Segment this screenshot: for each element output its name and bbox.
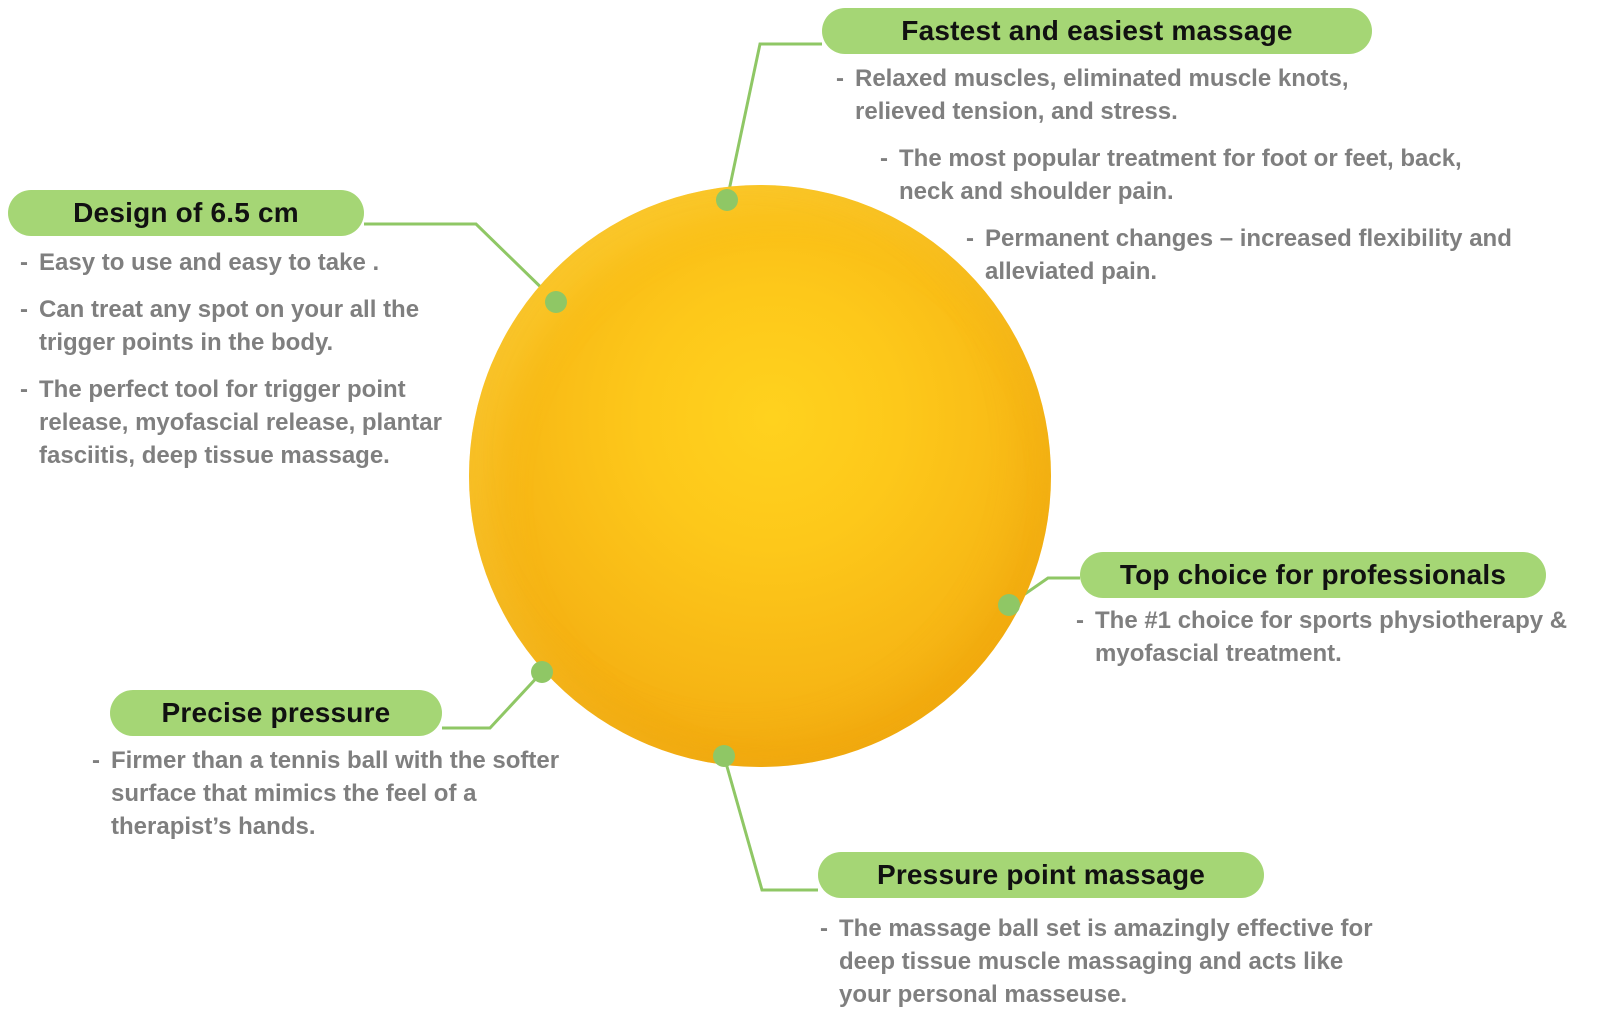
callout-title-pressure-point: Pressure point massage	[818, 852, 1264, 898]
callout-list-top-choice: The #1 choice for sports physiotherapy &…	[1076, 604, 1594, 684]
callout-title-fastest: Fastest and easiest massage	[822, 8, 1372, 54]
callout-list-precise: Firmer than a tennis ball with the softe…	[92, 744, 582, 857]
connector-dot-design	[545, 291, 567, 313]
connector-fastest	[725, 42, 822, 201]
connector-precise	[442, 670, 544, 730]
callout-list-fastest: Relaxed muscles, eliminated muscle knots…	[836, 62, 1596, 302]
massage-ball	[469, 185, 1051, 767]
connector-pressure-point	[722, 755, 818, 892]
callout-bullet: The most popular treatment for foot or f…	[880, 142, 1499, 208]
connector-dot-pressure-point	[713, 745, 735, 767]
callout-title-design: Design of 6.5 cm	[8, 190, 364, 236]
callout-bullet: Easy to use and easy to take .	[20, 246, 470, 279]
callout-bullet: Permanent changes – increased flexibilit…	[966, 222, 1545, 288]
connector-dot-fastest	[716, 189, 738, 211]
callout-bullet: Firmer than a tennis ball with the softe…	[92, 744, 582, 843]
connector-design	[364, 222, 558, 304]
callout-bullet: The perfect tool for trigger point relea…	[20, 373, 459, 472]
connector-dot-precise	[531, 661, 553, 683]
callout-title-top-choice: Top choice for professionals	[1080, 552, 1546, 598]
callout-bullet: Relaxed muscles, eliminated muscle knots…	[836, 62, 1425, 128]
callout-bullet: Can treat any spot on your all the trigg…	[20, 293, 470, 359]
callout-list-design: Easy to use and easy to take . Can treat…	[20, 246, 470, 486]
callout-bullet: The #1 choice for sports physiotherapy &…	[1076, 604, 1594, 670]
callout-title-precise: Precise pressure	[110, 690, 442, 736]
connector-dot-top-choice	[998, 594, 1020, 616]
callout-bullet: The massage ball set is amazingly effect…	[820, 912, 1400, 1011]
callout-list-pressure-point: The massage ball set is amazingly effect…	[820, 912, 1400, 1025]
